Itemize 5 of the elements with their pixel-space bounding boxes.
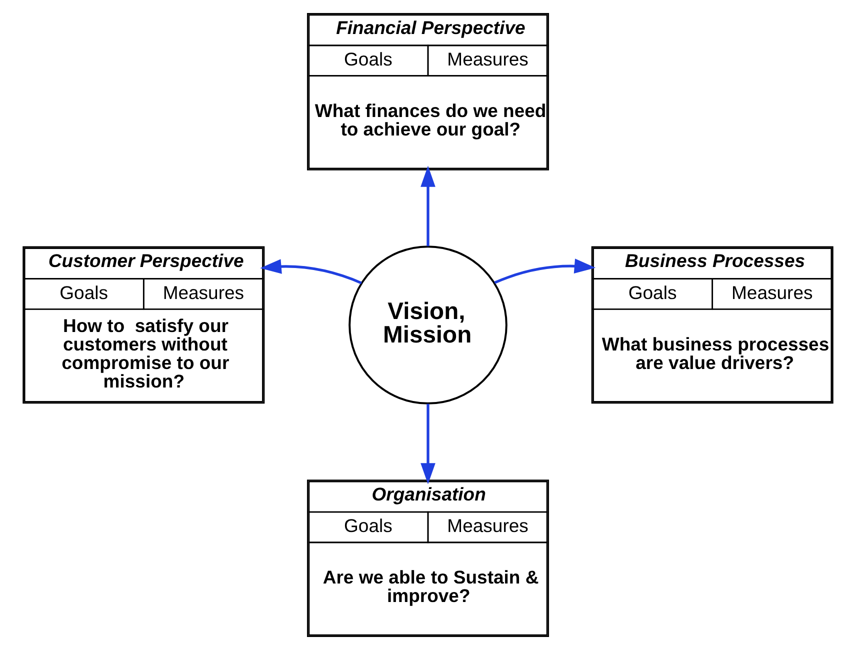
node-circle: Vision, Mission [348,246,508,404]
arrow [260,259,362,284]
arrow [494,258,596,284]
arrow [420,166,436,246]
arrow [420,404,436,484]
